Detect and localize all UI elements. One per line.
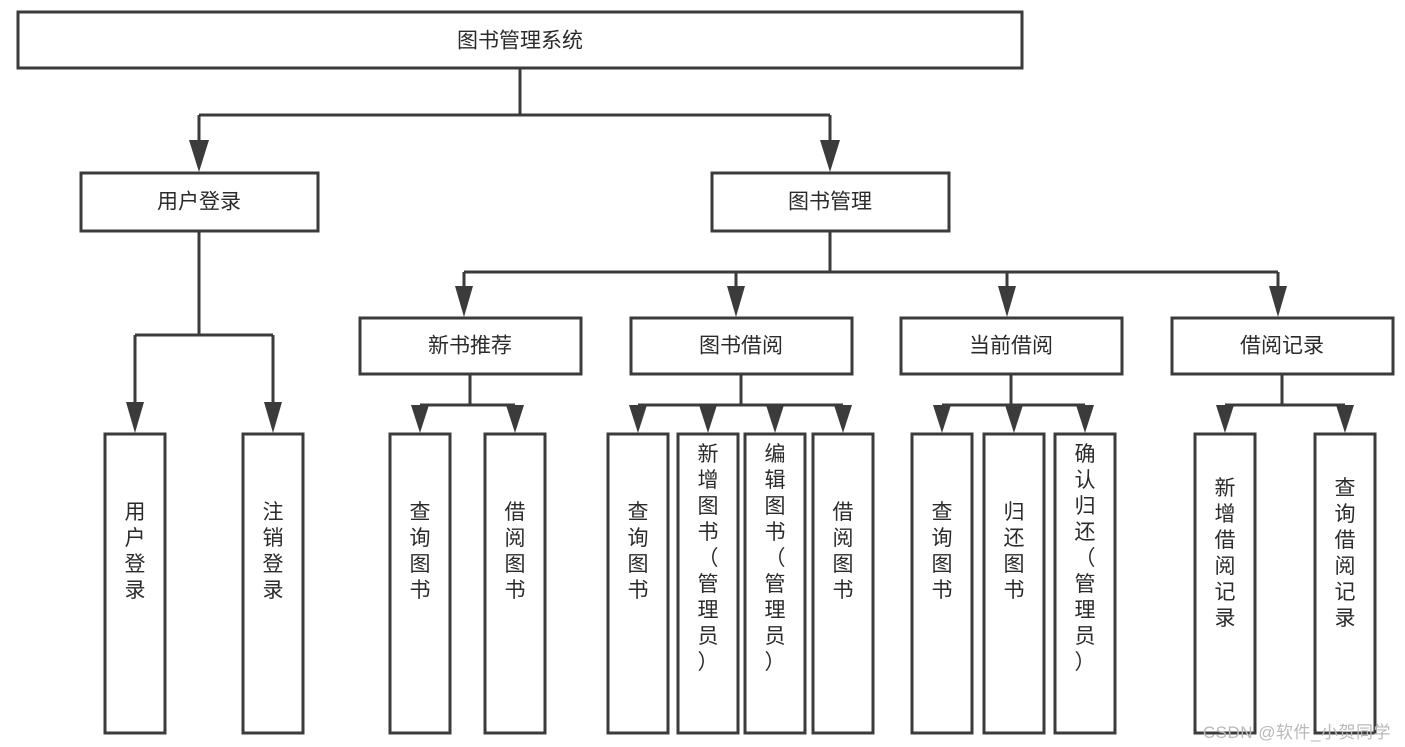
node-root-box[interactable] (16, 10, 1024, 70)
arrow-current-to-leaf-1 (933, 405, 951, 433)
node-root-label: 图书管理系统 (457, 30, 583, 53)
leaf-node-borrow-book-borrow-label: 借阅图书 (833, 501, 854, 602)
leaf-node-query-book-current[interactable]: 查询图书 (910, 432, 974, 735)
arrow-root-to-user-login (189, 140, 209, 172)
node-borrow-records-label: 借阅记录 (1240, 335, 1324, 358)
node-current-borrow-label: 当前借阅 (969, 335, 1053, 358)
leaf-node-query-book-current-label: 查询图书 (932, 501, 953, 602)
node-borrow-records[interactable]: 借阅记录 (1170, 316, 1395, 376)
node-book-management-label: 图书管理 (788, 191, 872, 214)
leaf-node-return-book-box[interactable] (982, 432, 1046, 735)
leaf-node-query-book-borrow-box[interactable] (606, 432, 670, 735)
leaf-node-add-book-admin-label: 新增图书（管理员） (698, 443, 719, 674)
node-book-borrow[interactable]: 图书借阅 (629, 316, 854, 376)
arrow-borrow-to-leaf-3 (766, 405, 784, 433)
node-current-borrow-box[interactable] (899, 316, 1124, 376)
leaf-node-edit-book-admin-label: 编辑图书（管理员） (765, 443, 786, 674)
leaf-node-query-borrow-record[interactable]: 查询借阅记录 (1313, 432, 1377, 735)
node-book-management-box[interactable] (710, 171, 951, 233)
arrow-user-login-to-leaf-1 (126, 402, 144, 433)
arrow-book-mgmt-to-borrow (727, 286, 745, 317)
leaf-node-confirm-return-admin[interactable]: 确认归还（管理员） (1053, 432, 1117, 735)
leaf-node-borrow-book-newbook-box[interactable] (483, 432, 547, 735)
leaf-node-return-book[interactable]: 归还图书 (982, 432, 1046, 735)
leaf-nodes-layer: 用户登录 注销登录 查询图书 借阅图书 查询图书 新增图书（管理员） (103, 432, 1377, 735)
connector-layer (126, 68, 1354, 433)
arrow-book-mgmt-to-newbook (455, 286, 473, 317)
arrow-records-to-leaf-2 (1336, 405, 1354, 433)
node-user-login-label: 用户登录 (157, 191, 241, 214)
node-user-login[interactable]: 用户登录 (79, 171, 320, 233)
leaf-node-logout[interactable]: 注销登录 (241, 432, 305, 735)
leaf-node-query-book-current-box[interactable] (910, 432, 974, 735)
leaf-node-add-book-admin-box[interactable] (676, 432, 740, 735)
leaf-node-confirm-return-admin-label: 确认归还（管理员） (1075, 443, 1096, 674)
arrow-borrow-to-leaf-4 (834, 405, 852, 433)
leaf-node-query-book-borrow-label: 查询图书 (628, 501, 649, 602)
leaf-node-borrow-book-newbook-label: 借阅图书 (505, 501, 526, 602)
node-book-borrow-label: 图书借阅 (699, 335, 783, 358)
node-book-borrow-box[interactable] (629, 316, 854, 376)
leaf-node-confirm-return-admin-box[interactable] (1053, 432, 1117, 735)
arrow-newbook-to-leaf-1 (411, 405, 429, 433)
node-book-management[interactable]: 图书管理 (710, 171, 951, 233)
arrow-borrow-to-leaf-1 (629, 405, 647, 433)
arrow-book-mgmt-to-current (998, 286, 1016, 317)
node-new-book-recommend[interactable]: 新书推荐 (358, 316, 583, 376)
node-new-book-recommend-box[interactable] (358, 316, 583, 376)
leaf-node-add-book-admin[interactable]: 新增图书（管理员） (676, 432, 740, 735)
leaf-node-edit-book-admin-box[interactable] (743, 432, 807, 735)
leaf-node-borrow-book-borrow-box[interactable] (811, 432, 875, 735)
arrow-user-login-to-leaf-2 (264, 402, 282, 433)
leaf-node-return-book-label: 归还图书 (1004, 501, 1025, 602)
arrow-current-to-leaf-3 (1076, 405, 1094, 433)
leaf-node-query-borrow-record-box[interactable] (1313, 432, 1377, 735)
leaf-node-borrow-book-newbook[interactable]: 借阅图书 (483, 432, 547, 735)
leaf-node-query-book-newbook-box[interactable] (388, 432, 452, 735)
node-new-book-recommend-label: 新书推荐 (428, 335, 512, 358)
arrow-records-to-leaf-1 (1216, 405, 1234, 433)
leaf-node-borrow-book-borrow[interactable]: 借阅图书 (811, 432, 875, 735)
leaf-node-add-borrow-record-label: 新增借阅记录 (1215, 477, 1236, 630)
leaf-node-query-book-borrow[interactable]: 查询图书 (606, 432, 670, 735)
node-borrow-records-box[interactable] (1170, 316, 1395, 376)
arrow-newbook-to-leaf-2 (506, 405, 524, 433)
leaf-node-query-book-newbook-label: 查询图书 (410, 501, 431, 602)
leaf-node-user-login[interactable]: 用户登录 (103, 432, 167, 735)
arrow-root-to-book-mgmt (820, 140, 840, 172)
leaf-node-query-borrow-record-label: 查询借阅记录 (1335, 477, 1356, 630)
leaf-node-query-book-newbook[interactable]: 查询图书 (388, 432, 452, 735)
csdn-watermark: CSDN @软件_小贺同学 (1202, 723, 1391, 742)
leaf-node-user-login-box[interactable] (103, 432, 167, 735)
arrow-current-to-leaf-2 (1005, 405, 1023, 433)
leaf-node-add-borrow-record-box[interactable] (1193, 432, 1257, 735)
node-user-login-box[interactable] (79, 171, 320, 233)
leaf-node-edit-book-admin[interactable]: 编辑图书（管理员） (743, 432, 807, 735)
leaf-node-logout-box[interactable] (241, 432, 305, 735)
arrow-borrow-to-leaf-2 (699, 405, 717, 433)
leaf-node-add-borrow-record[interactable]: 新增借阅记录 (1193, 432, 1257, 735)
arrow-book-mgmt-to-records (1269, 286, 1287, 317)
leaf-node-user-login-label: 用户登录 (125, 501, 146, 602)
node-root[interactable]: 图书管理系统 (16, 10, 1024, 70)
leaf-node-logout-label: 注销登录 (263, 501, 284, 602)
node-current-borrow[interactable]: 当前借阅 (899, 316, 1124, 376)
